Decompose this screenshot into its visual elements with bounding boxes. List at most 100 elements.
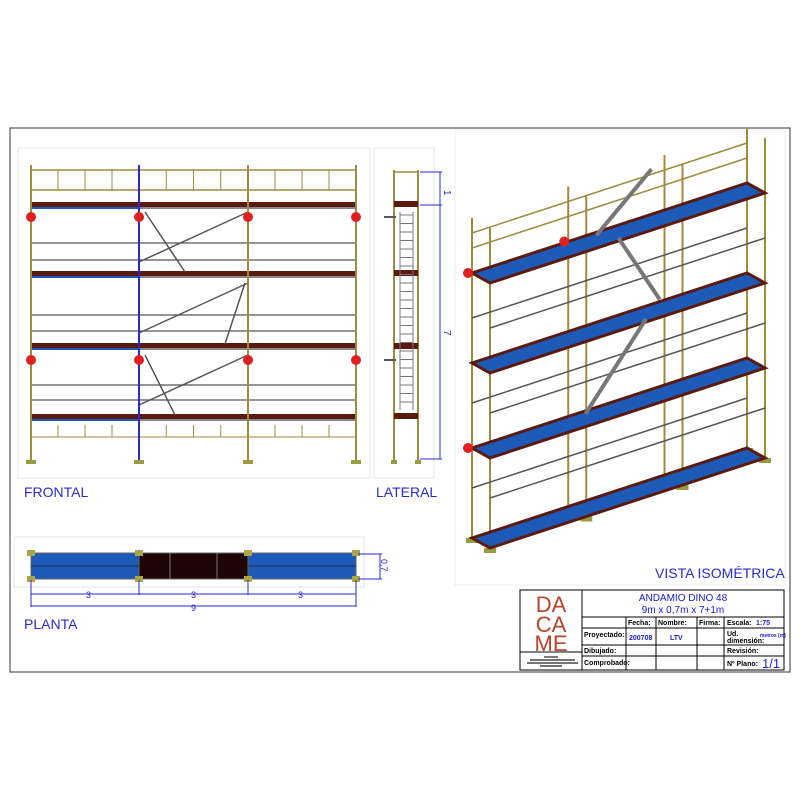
wall-anchor	[134, 355, 144, 365]
iso-base-plate	[759, 458, 771, 463]
post-node	[135, 576, 143, 582]
base-plate	[243, 460, 253, 464]
planta-label: PLANTA	[24, 616, 78, 632]
deck-platform	[31, 343, 139, 348]
frontal-label: FRONTAL	[24, 484, 89, 500]
row-comprobado: Comprobado:	[584, 660, 630, 667]
iso-horizontal-rail	[489, 407, 766, 499]
wall-anchor	[134, 212, 144, 222]
wall-anchor	[26, 355, 36, 365]
plano-label: Nº Plano:	[727, 661, 758, 668]
row-dibujado: Dibujado:	[584, 648, 616, 655]
iso-horizontal-rail	[471, 397, 748, 489]
deck-platform	[248, 202, 356, 207]
planta-dim-depth: 0,7	[379, 559, 389, 572]
wall-anchor	[26, 212, 36, 222]
iso-base-plate	[466, 538, 478, 543]
deck-platform	[139, 414, 248, 419]
base-plate	[415, 460, 421, 464]
base-plate	[26, 460, 36, 464]
lateral-dim-main: 7	[441, 330, 452, 336]
ud-value: metros (m)	[760, 633, 786, 639]
deck-platform	[394, 343, 418, 349]
base-plate	[391, 460, 397, 464]
wall-anchor	[243, 355, 253, 365]
deck-platform	[31, 271, 139, 276]
post-node	[352, 550, 360, 556]
iso-wall-anchor	[559, 236, 570, 247]
sheet-border	[9, 127, 791, 673]
deck-platform	[248, 343, 356, 348]
deck-platform	[139, 271, 248, 276]
deck-platform	[31, 202, 139, 207]
wall-anchor	[351, 212, 361, 222]
lateral-view	[384, 170, 442, 464]
post-node	[244, 576, 252, 582]
company-address-text	[527, 656, 578, 667]
iso-ladder	[616, 236, 662, 301]
header-fecha: Fecha:	[628, 620, 651, 627]
iso-guardrail	[471, 157, 748, 249]
header-firma: Firma:	[699, 620, 720, 627]
post-node	[27, 550, 35, 556]
revision-label: Revisión:	[727, 648, 759, 655]
frontal-panel	[17, 147, 371, 479]
iso-base-plate	[676, 485, 689, 490]
ud-label-1: Ud.	[727, 631, 738, 638]
iso-horizontal-rail	[471, 312, 748, 404]
iso-base-plate	[580, 516, 593, 522]
escala-label: Escala:	[727, 620, 752, 627]
deck-platform	[248, 414, 356, 419]
diagonal-brace	[144, 211, 186, 273]
plan-deck	[138, 552, 249, 580]
iso-ladder	[583, 317, 648, 415]
deck-platform	[31, 414, 139, 419]
diagonal-brace	[144, 354, 176, 416]
planta-dim-bay-1: 3	[86, 590, 91, 600]
isometric-label: VISTA ISOMÉTRICA	[655, 565, 785, 581]
deck-platform	[394, 270, 418, 276]
title-line-1: ANDAMIO DINO 48	[639, 593, 728, 604]
header-nombre: Nombre:	[658, 620, 687, 627]
proyectado-nombre: LTV	[670, 635, 683, 642]
lateral-dim-top: 1	[441, 190, 452, 196]
planta-panel	[13, 536, 365, 588]
iso-guardrail	[471, 142, 748, 234]
post-node	[27, 576, 35, 582]
diagonal-brace	[138, 282, 249, 334]
frontal-view	[26, 165, 361, 464]
base-plate	[134, 460, 144, 464]
lateral-label: LATERAL	[376, 484, 437, 500]
deck-platform	[248, 271, 356, 276]
row-proyectado: Proyectado:	[584, 632, 624, 639]
iso-deck-platform	[468, 356, 769, 460]
iso-wall-anchor	[463, 268, 473, 278]
title-block: DA CA ME ANDAMIO DINO 48 9m x 0,7m x 7+1…	[519, 589, 786, 671]
wall-anchor	[243, 212, 253, 222]
iso-base-plate	[484, 548, 496, 553]
iso-horizontal-rail	[489, 322, 766, 414]
title-line-2: 9m x 0,7m x 7+1m	[642, 605, 725, 616]
dacame-logo: DA	[536, 592, 567, 617]
escala-value: 1:75	[756, 620, 770, 627]
diagonal-brace	[224, 282, 246, 345]
deck-platform	[394, 413, 418, 419]
lateral-panel	[373, 147, 435, 479]
ud-label-2: dimensión:	[727, 638, 764, 645]
iso-deck-platform	[468, 181, 769, 285]
diagonal-brace	[138, 354, 249, 406]
iso-deck-platform	[468, 271, 769, 375]
base-plate	[351, 460, 361, 464]
deck-platform	[139, 202, 248, 207]
iso-ladder	[594, 167, 654, 237]
iso-horizontal-rail	[471, 227, 748, 319]
planta-view	[27, 550, 382, 607]
post-node	[135, 550, 143, 556]
dacame-logo-bottom: ME	[535, 631, 568, 656]
deck-platform	[394, 201, 418, 207]
planta-dim-bay-2: 3	[191, 590, 196, 600]
iso-wall-anchor	[463, 443, 473, 453]
dacame-logo-mid: CA	[536, 612, 567, 637]
proyectado-fecha: 200708	[629, 635, 652, 642]
